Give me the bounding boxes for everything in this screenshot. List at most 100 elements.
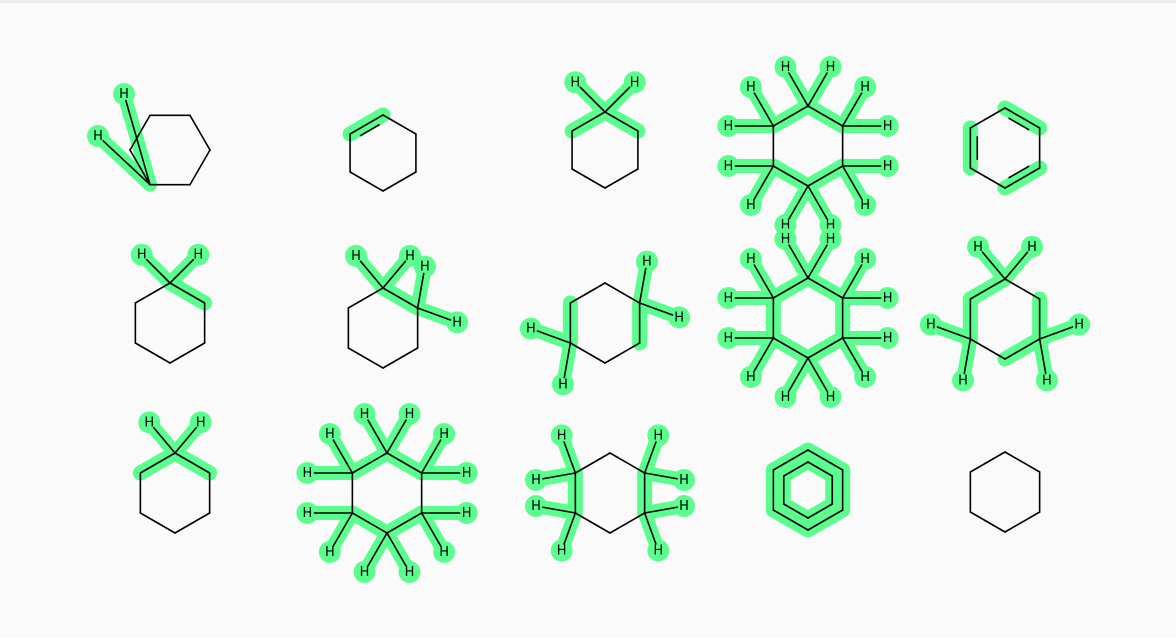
bond-line (574, 452, 611, 474)
hydrogen-label: H (302, 506, 312, 521)
highlight-atom (854, 76, 877, 99)
bond-line (382, 260, 407, 289)
hydrogen-label: H (883, 331, 893, 346)
hydrogen-label: H (679, 499, 689, 514)
bond-line (969, 511, 1006, 533)
bond-line (807, 509, 844, 531)
bond-line (788, 244, 809, 279)
highlight-atom (876, 287, 899, 309)
bond-line (542, 506, 577, 514)
bond-line (416, 272, 425, 309)
hydrogen-label: H (746, 198, 756, 213)
bond-line (807, 461, 834, 477)
bond-line (807, 244, 828, 279)
bond-line (807, 337, 844, 359)
hydrogen-label: H (439, 545, 449, 560)
bond-line (102, 139, 151, 186)
bond-line (139, 452, 176, 474)
bond-line (134, 342, 171, 364)
highlight-atom (774, 56, 797, 79)
bond-line (351, 452, 388, 474)
hydrogen-label: H (781, 218, 791, 233)
highlight-atom (647, 539, 670, 562)
highlight-atom (819, 228, 842, 251)
bond-line (1004, 511, 1041, 533)
hydrogen-label: H (630, 75, 640, 90)
bond-line (841, 165, 863, 200)
bond-line (788, 185, 809, 220)
highlight-atom (296, 502, 319, 524)
bond-line (1004, 278, 1041, 300)
bond-line (152, 426, 176, 454)
bond-line (604, 282, 641, 304)
highlight-atom (819, 56, 842, 79)
hydrogen-label: H (926, 318, 936, 333)
highlight-atom (296, 462, 319, 484)
bond-line (189, 114, 211, 151)
hydrogen-label: H (723, 159, 733, 174)
highlight-atom (774, 385, 797, 408)
hydrogen-label: H (557, 544, 567, 559)
hydrogen-label: H (642, 255, 652, 270)
bond-line (807, 105, 844, 127)
highlight-atom (952, 369, 975, 392)
bond-line (134, 282, 171, 304)
bond-line (753, 264, 775, 299)
bond-line (347, 347, 384, 369)
bond-line (638, 302, 674, 316)
molecule-1: HH (87, 83, 211, 192)
molecule-15 (969, 451, 1041, 533)
bond-line (174, 512, 211, 534)
highlight-atom (919, 313, 942, 336)
bond-line (420, 512, 442, 547)
bond-line (604, 342, 641, 364)
hydrogen-label: H (723, 119, 733, 134)
bond-line (386, 452, 423, 474)
highlight-atom (413, 255, 436, 278)
bond-line (772, 509, 809, 531)
highlight-atom (739, 365, 762, 388)
highlight-atom (717, 287, 740, 309)
hydrogen-label: H (679, 473, 689, 488)
bond-line (807, 357, 828, 392)
bond-line (563, 342, 572, 379)
bond-line (125, 99, 151, 186)
bond-line (1004, 338, 1041, 360)
bond-line (807, 185, 828, 220)
highlight-atom (876, 155, 899, 177)
highlight-atom (647, 424, 670, 447)
bond-line (569, 282, 606, 304)
highlight-atom (739, 248, 762, 271)
hydrogen-label: H (723, 291, 733, 306)
bond-line (788, 72, 809, 107)
bond-line (841, 92, 863, 127)
bond-line (609, 452, 646, 474)
hydrogen-label: H (351, 249, 361, 264)
bond-line (571, 111, 606, 132)
bond-line (382, 171, 417, 192)
bond-line (753, 337, 775, 372)
hydrogen-label: H (883, 159, 893, 174)
hydrogen-label: H (193, 248, 203, 263)
bond-line (643, 512, 657, 545)
bond-line (963, 338, 972, 375)
bond-line (788, 357, 809, 392)
highlight-atom (635, 250, 658, 273)
bond-line (563, 441, 577, 474)
highlight-atom (819, 385, 842, 408)
hydrogen-label: H (570, 75, 580, 90)
hydrogen-label: H (860, 252, 870, 267)
hydrogen-label: H (781, 60, 791, 75)
hydrogen-label: H (826, 218, 836, 233)
highlight-atom (524, 468, 547, 491)
bond-line (386, 532, 407, 567)
hydrogen-label: H (405, 249, 415, 264)
bond-line (969, 107, 1006, 129)
bond-line (349, 114, 384, 135)
bond-line (332, 439, 354, 474)
